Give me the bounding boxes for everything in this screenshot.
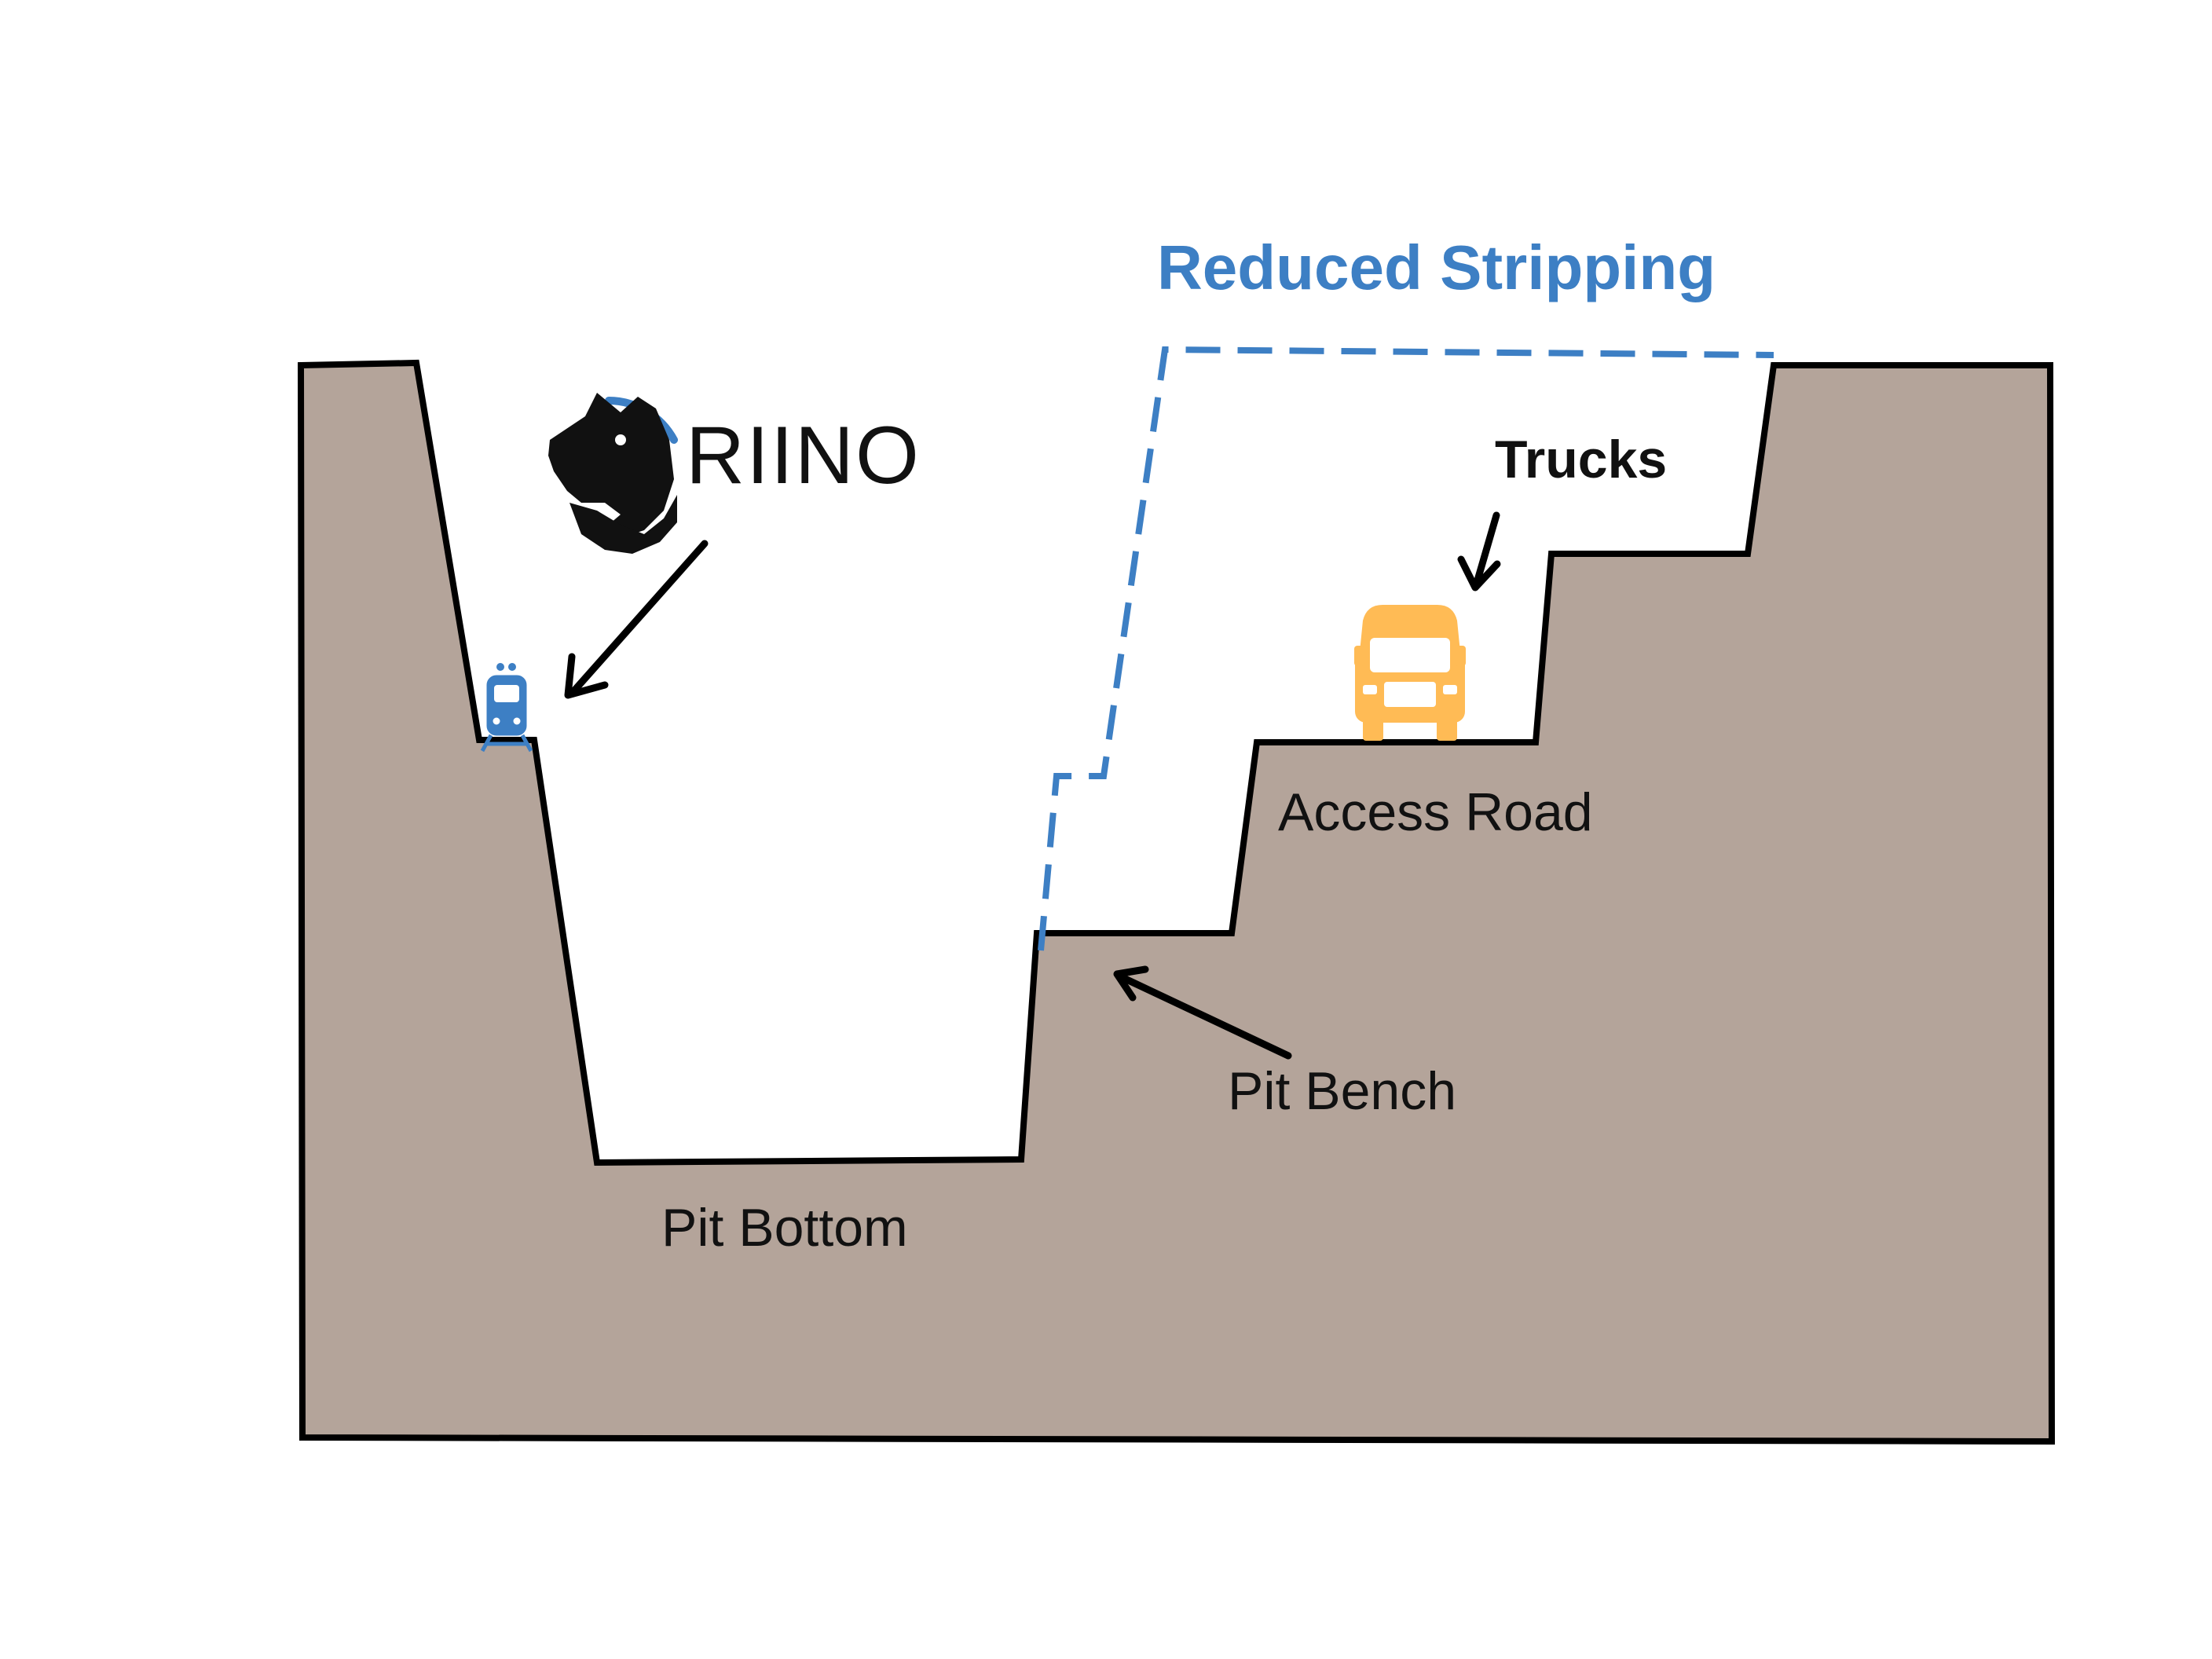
pit-bench-label: Pit Bench (1228, 1061, 1456, 1121)
access-road-label: Access Road (1278, 782, 1593, 842)
train-icon (480, 663, 533, 753)
arrow-to-train (564, 540, 709, 699)
reduced-stripping-boundary (1038, 346, 1774, 951)
trucks-label: Trucks (1495, 430, 1667, 489)
rhino-head-icon (548, 393, 678, 554)
arrow-to-truck (1457, 511, 1501, 591)
arrow-to-pit-bench (1113, 965, 1292, 1060)
ground-profile (301, 363, 2052, 1441)
riino-logo: RIINO (548, 393, 921, 554)
pit-bottom-label: Pit Bottom (661, 1198, 908, 1258)
logo-text: RIINO (686, 410, 921, 501)
diagram-title: Reduced Stripping (1157, 233, 1716, 302)
ground-outline (297, 359, 2056, 1445)
truck-icon (1354, 605, 1466, 741)
